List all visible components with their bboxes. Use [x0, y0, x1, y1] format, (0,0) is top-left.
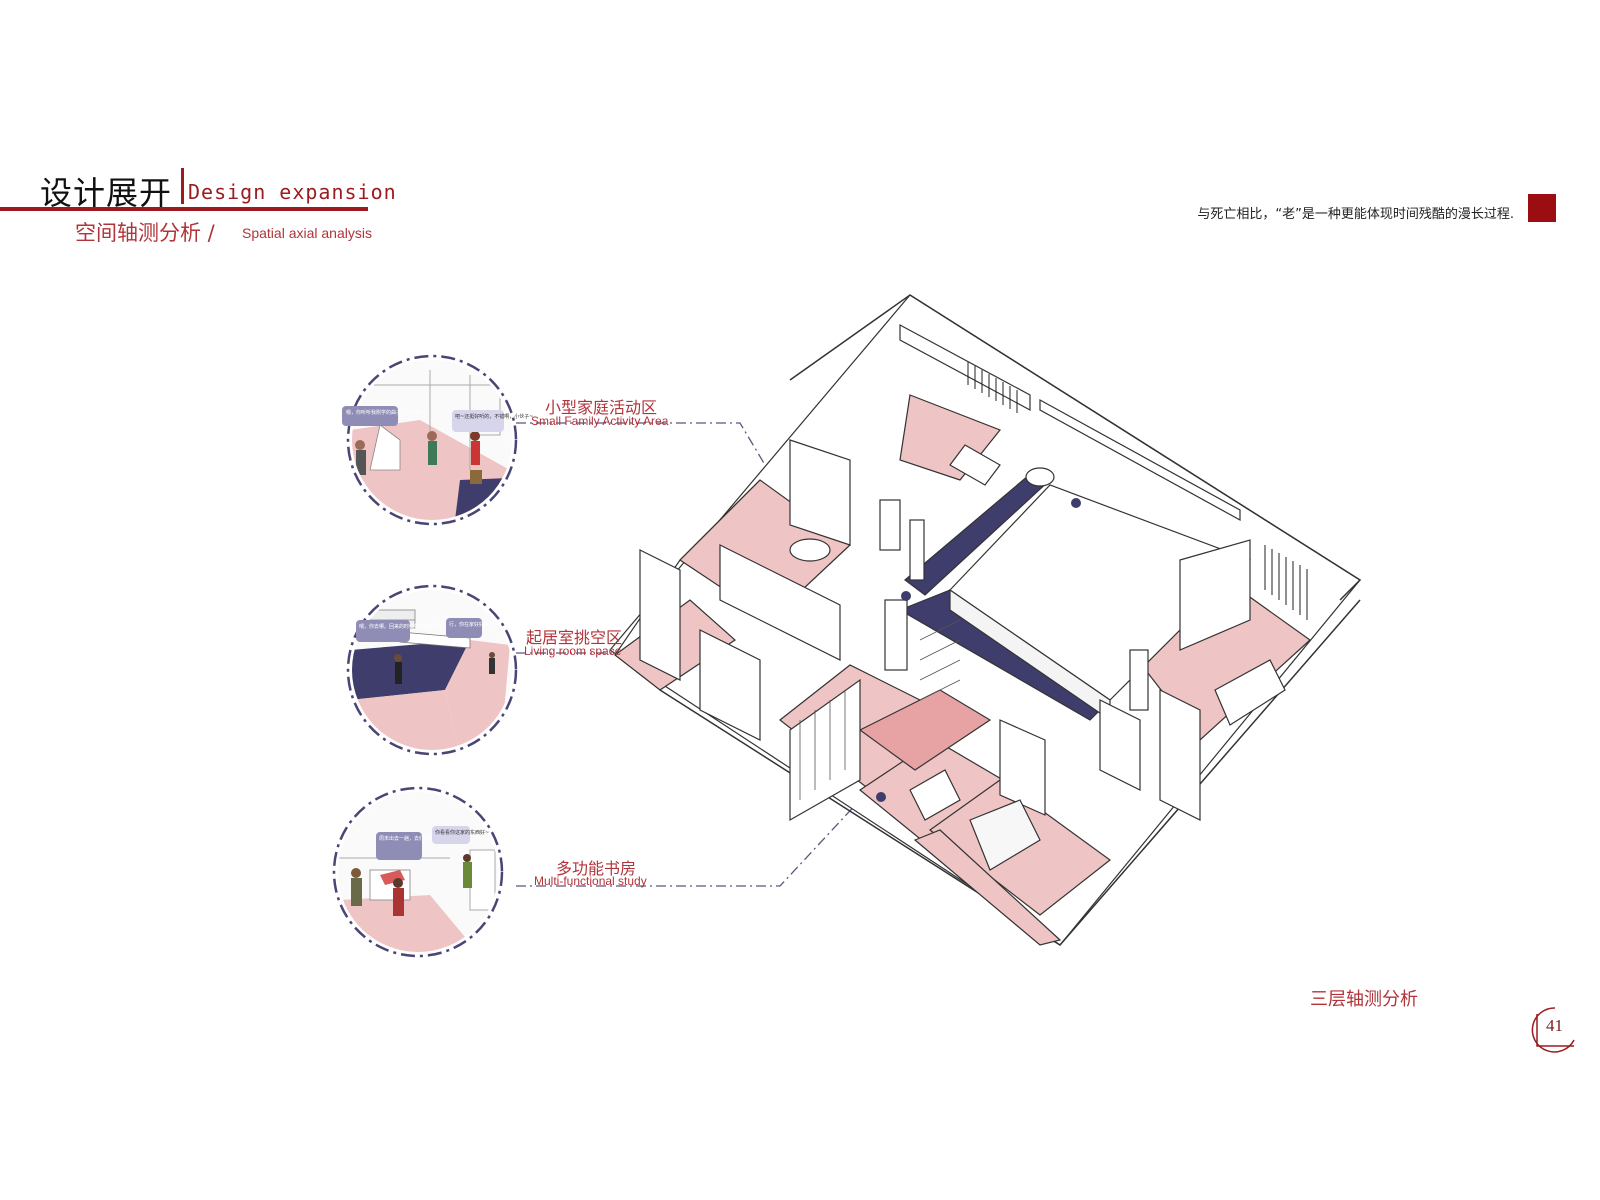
leader-line-3 [516, 799, 861, 887]
speech-bubble-2a: 喂，你去哪。回来的时候带下快递吗？ [359, 623, 444, 630]
speech-bubble-2b: 行，你在家好好学习。 [449, 621, 499, 628]
page-number: 41 [1546, 1016, 1563, 1035]
window-grilles [967, 362, 1308, 620]
shelving [799, 619, 961, 800]
zone-label-living-en: Living room space [524, 644, 622, 658]
page-title-en: Design expansion [188, 180, 397, 204]
section-subtitle: 空间轴测分析 / [75, 221, 215, 245]
quote-text: 与死亡相比，“老”是一种更能体现时间残酷的漫长过程. [1197, 207, 1514, 222]
speech-bubble-3b: 你看看你这家的东西好~ [435, 829, 489, 836]
axonometric-plan [609, 294, 1362, 946]
vignette-1: 嗯，你听听我刚学的曲子，怎么样~ 吧~还挺好听的，不错啊，小伙子~ [342, 354, 533, 526]
zone-label-activity: 小型家庭活动区 [545, 398, 658, 417]
zone-label-activity-en: Small Family Activity Area [531, 414, 669, 428]
page-badge [1531, 1007, 1575, 1053]
section-subtitle-en: Spatial axial analysis [242, 225, 372, 241]
zone-label-study-en: Multi-functional study [534, 874, 647, 888]
leader-line-1 [516, 422, 781, 491]
accent-square [1528, 194, 1556, 222]
title-divider [181, 168, 184, 204]
speech-bubble-1b: 吧~还挺好听的，不错啊，小伙子~ [455, 413, 533, 420]
vignette-2: 喂，你去哪。回来的时候带下快递吗？ 行，你在家好好学习。 [346, 584, 518, 756]
page-title: 设计展开 [40, 174, 173, 212]
header-rule [0, 207, 368, 211]
vignette-3: 周末出去一趟，去们去出游，那边的天气很不错的。 你看看你这家的东西好~ [332, 786, 504, 958]
zone-label-study: 多功能书房 [556, 859, 637, 878]
floor-caption: 三层轴测分析 [1310, 989, 1418, 1010]
zone-label-living: 起居室挑空区 [526, 628, 623, 647]
speech-bubble-1a: 嗯，你听听我刚学的曲子，怎么样~ [346, 409, 425, 416]
